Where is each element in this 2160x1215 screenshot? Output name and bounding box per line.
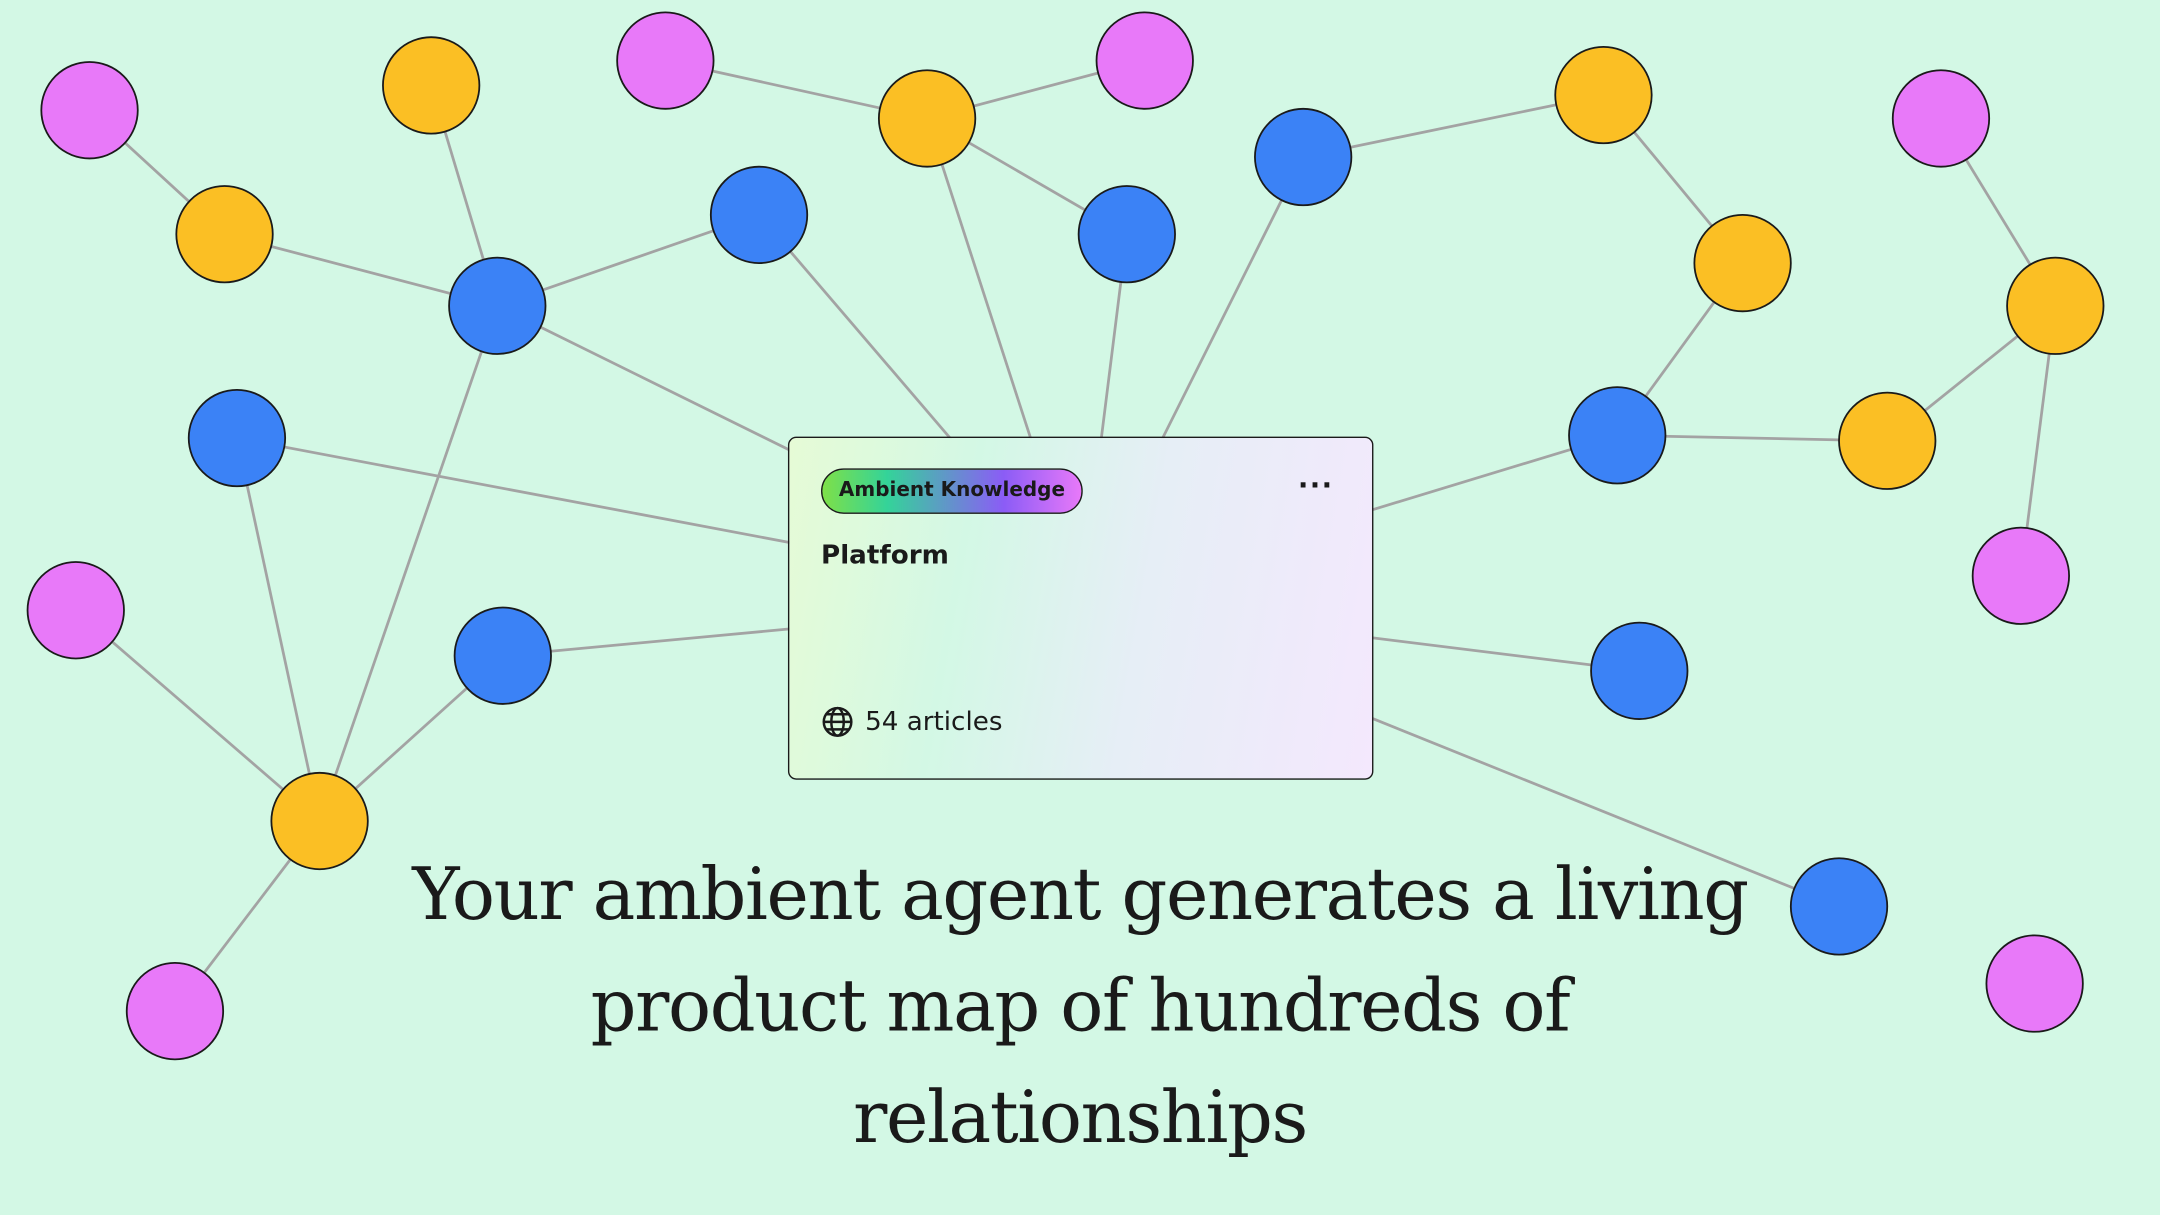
- category-badge: Ambient Knowledge: [821, 468, 1083, 514]
- yellow-node: [270, 771, 369, 871]
- yellow-node: [2006, 256, 2105, 355]
- edge: [502, 625, 813, 658]
- edge: [757, 214, 966, 456]
- card-title: Platform: [821, 539, 949, 571]
- yellow-node: [1838, 391, 1937, 490]
- edge: [236, 436, 814, 549]
- blue-node: [1590, 621, 1689, 720]
- pink-node: [1095, 11, 1194, 110]
- article-count-label: 54 articles: [865, 706, 1003, 737]
- blue-node: [1254, 107, 1353, 207]
- blue-node: [1077, 185, 1176, 284]
- knowledge-card[interactable]: Ambient Knowledge ··· Platform 54 articl…: [787, 436, 1374, 780]
- pink-node: [125, 962, 225, 1061]
- edge: [1302, 93, 1604, 159]
- headline: Your ambient agent generates a living pr…: [412, 854, 1749, 1160]
- edge: [1153, 156, 1305, 456]
- edge: [1349, 708, 1840, 908]
- edge: [74, 609, 321, 823]
- pink-node: [40, 61, 139, 160]
- yellow-node: [1554, 45, 1653, 145]
- blue-node: [448, 256, 547, 355]
- pink-node: [1891, 69, 1991, 168]
- blue-node: [1789, 857, 1889, 956]
- edge: [235, 437, 321, 822]
- yellow-node: [877, 69, 977, 168]
- blue-node: [1568, 386, 1667, 485]
- pink-node: [1971, 526, 2070, 625]
- article-count: 54 articles: [821, 705, 1002, 738]
- yellow-node: [382, 36, 481, 135]
- globe-icon: [822, 706, 853, 737]
- blue-node: [709, 165, 809, 265]
- edge: [318, 305, 499, 822]
- blue-node: [187, 388, 287, 488]
- edge: [925, 118, 1038, 456]
- yellow-node: [175, 185, 274, 284]
- pink-node: [26, 561, 125, 660]
- yellow-node: [1693, 214, 1792, 313]
- pink-node: [1985, 934, 2084, 1033]
- edge: [496, 304, 814, 463]
- pink-node: [616, 11, 715, 110]
- blue-node: [453, 606, 552, 705]
- more-options-button[interactable]: ···: [1297, 468, 1334, 502]
